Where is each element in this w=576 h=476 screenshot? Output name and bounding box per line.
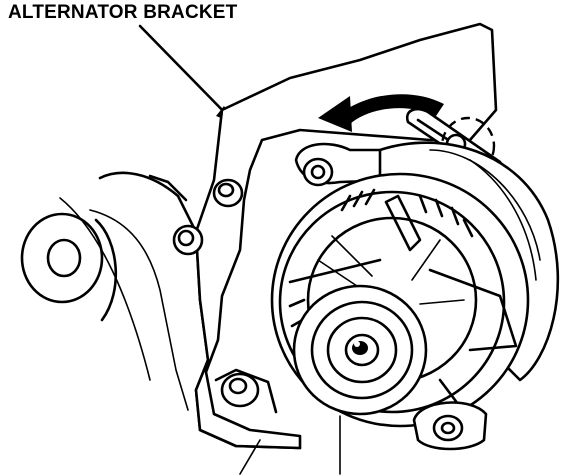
alternator-bracket-label: ALTERNATOR BRACKET — [8, 2, 238, 23]
engine-block-outline — [59, 171, 302, 450]
bracket-bolt-lower — [220, 372, 260, 408]
rotation-arrow — [318, 94, 444, 132]
alternator-lower-mount — [412, 401, 488, 451]
alternator-pulley — [292, 284, 428, 416]
bracket-bolt-top — [212, 178, 244, 208]
bottom-leader-lines — [239, 415, 341, 475]
vent-slots — [288, 188, 474, 350]
engine-boss — [20, 212, 118, 322]
bracket-bolt-middle — [172, 224, 204, 256]
